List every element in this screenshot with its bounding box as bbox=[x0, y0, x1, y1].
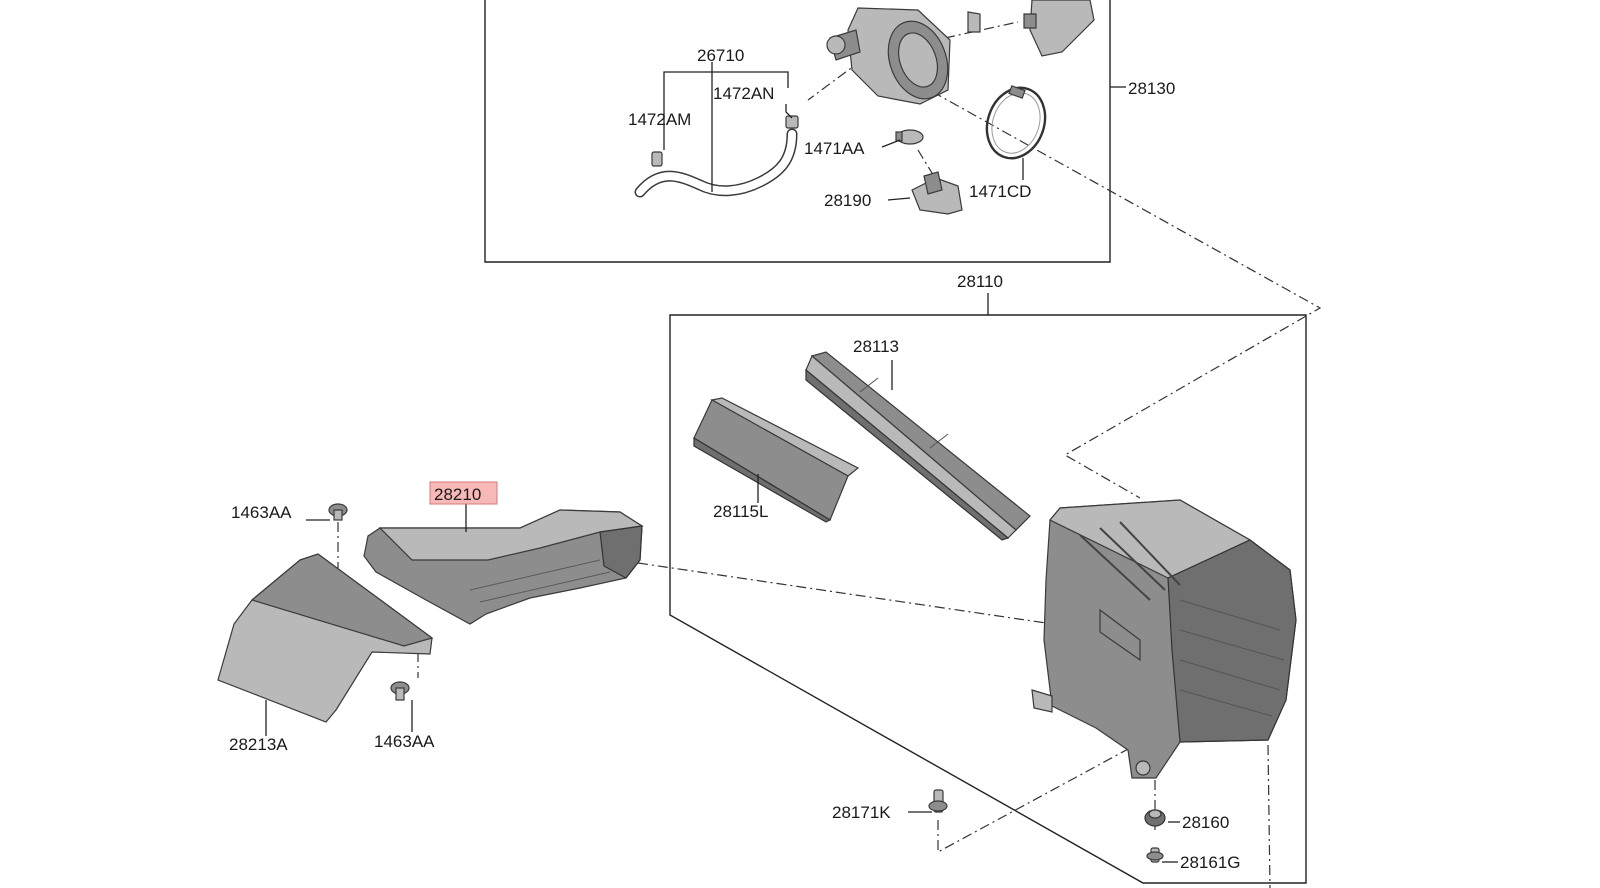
callout-1472AM[interactable]: 1472AM bbox=[628, 110, 691, 129]
air-filter-28113 bbox=[805, 351, 1031, 541]
highlight-28210 bbox=[429, 481, 498, 505]
leader-lines bbox=[265, 62, 1180, 863]
callout-28171K[interactable]: 28171K bbox=[832, 803, 891, 822]
callout-1471CD[interactable]: 1471CD bbox=[969, 182, 1031, 201]
assembly-frame-28130 bbox=[484, 0, 1126, 263]
callout-28130[interactable]: 28130 bbox=[1128, 79, 1175, 98]
callout-28113[interactable]: 28113 bbox=[853, 337, 899, 356]
air-cleaner-body bbox=[1031, 499, 1297, 779]
callout-26710[interactable]: 26710 bbox=[697, 46, 744, 65]
callout-28110[interactable]: 28110 bbox=[957, 272, 1003, 291]
bolt-1463AA-bottom bbox=[390, 681, 410, 701]
callout-28115L[interactable]: 28115L bbox=[713, 502, 768, 521]
callout-28213A[interactable]: 28213A bbox=[229, 735, 288, 754]
bolt-28161G bbox=[1146, 847, 1164, 863]
mass-airflow-sensor-housing bbox=[826, 7, 951, 105]
intake-clamp-1471CD bbox=[985, 85, 1047, 160]
grommet-28160 bbox=[1144, 809, 1166, 827]
upper-bracket-parts bbox=[967, 0, 1095, 57]
callout-labels: 26710 1472AM 1472AN 1471AA 28190 1471CD … bbox=[229, 46, 1241, 872]
callout-28210[interactable]: 28210 bbox=[434, 485, 481, 504]
bolt-1463AA-top bbox=[328, 503, 348, 521]
callout-1471AA[interactable]: 1471AA bbox=[804, 139, 865, 158]
resonator-cap-28190 bbox=[911, 171, 963, 215]
air-duct-cover-28213A bbox=[217, 553, 434, 723]
callout-28161G[interactable]: 28161G bbox=[1180, 853, 1241, 872]
breather-hose-26710 bbox=[634, 115, 799, 198]
callout-1472AN[interactable]: 1472AN bbox=[713, 84, 774, 103]
callout-28190[interactable]: 28190 bbox=[824, 191, 871, 210]
air-intake-duct-28210 bbox=[363, 509, 644, 625]
callout-28160[interactable]: 28160 bbox=[1182, 813, 1229, 832]
assembly-frame-28110 bbox=[669, 293, 1307, 884]
hose-clamp-1471AA bbox=[895, 129, 924, 145]
filter-guide-28115L bbox=[693, 397, 860, 523]
callout-1463AA-bottom[interactable]: 1463AA bbox=[374, 732, 435, 751]
bolt-28171K bbox=[928, 789, 948, 813]
callout-1463AA-top[interactable]: 1463AA bbox=[231, 503, 292, 522]
